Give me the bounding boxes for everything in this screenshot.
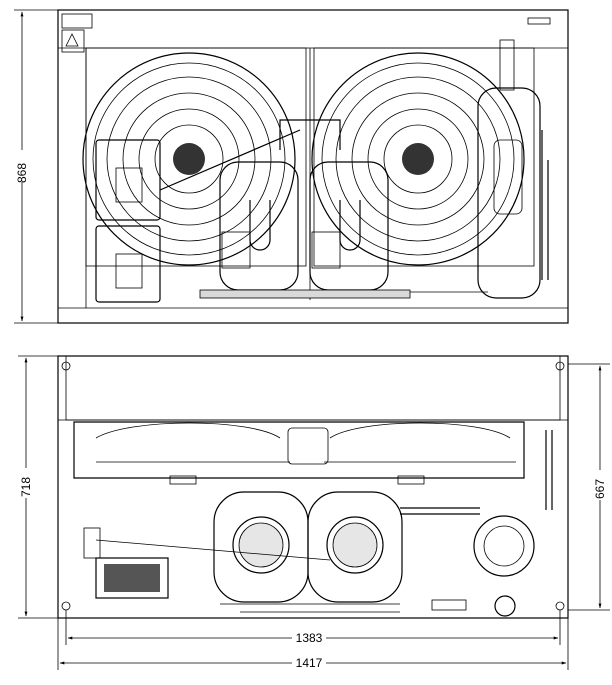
- depth-top-label: 718: [19, 477, 33, 497]
- control-box-lower: [95, 225, 161, 303]
- compressor-right-top: [307, 491, 403, 603]
- left-fan: [82, 52, 296, 266]
- control-box-upper: [95, 139, 161, 221]
- depth-inner-label: 667: [593, 479, 607, 499]
- dimension-width-inner: 1383: [65, 610, 561, 645]
- liquid-receiver: [477, 87, 541, 299]
- dimension-height-front: 868: [14, 9, 58, 324]
- control-box-top: [95, 557, 169, 599]
- width-inner-label: 1383: [296, 631, 323, 645]
- dimension-depth-top: 718: [18, 355, 58, 619]
- liquid-receiver-top: [473, 515, 535, 577]
- front-casing: [57, 9, 569, 324]
- height-front-label: 868: [15, 163, 29, 183]
- dimension-depth-inner: 667: [568, 363, 610, 611]
- width-overall-label: 1417: [296, 656, 323, 670]
- right-fan: [311, 52, 525, 266]
- warning-label: [61, 13, 93, 29]
- compressor-left: [219, 161, 299, 291]
- nameplate: [527, 17, 551, 25]
- top-view: [57, 355, 569, 619]
- fan-warning-icon: [61, 29, 85, 53]
- front-view: [57, 9, 569, 324]
- dimension-width-overall: 1417: [57, 618, 569, 670]
